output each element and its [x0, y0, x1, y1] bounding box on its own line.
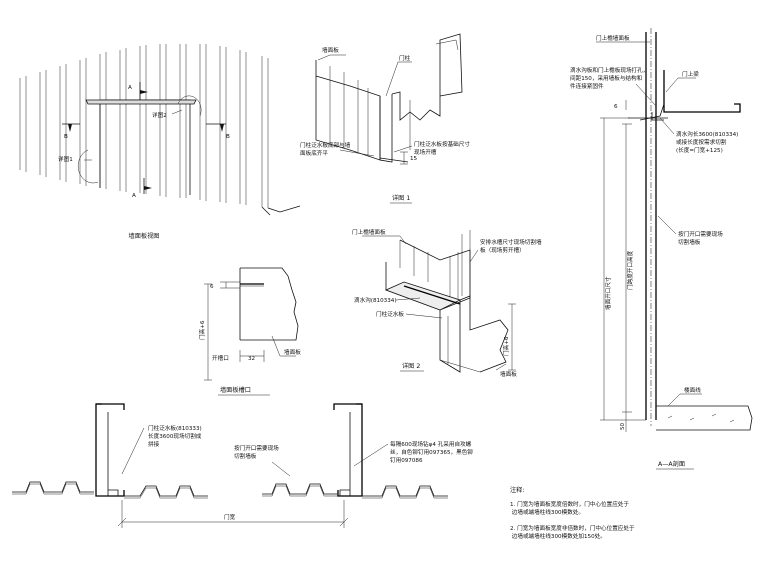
detail2-label-top-panel: 门上檐墙面板: [352, 228, 386, 236]
plan-label-cut: 按门开口需要现场切割墙板: [234, 444, 279, 460]
notch-view: 6 门高+6 开槽口 32 墙面板 墙面板槽口: [198, 267, 301, 396]
section-a-bottom-label: A: [132, 193, 136, 199]
section-label-drip-len: 滴水沟长3600(810334)或接长度按需求切割(长度=门宽+125): [676, 130, 738, 154]
detail2-title: 详图 2: [402, 362, 420, 370]
plan-view: 门宽 门柱泛水板(810333)长度3600现场切割成拼接 按门开口需要现场切割…: [12, 403, 473, 528]
notes: 注释: 1. 门宽为墙面板宽度倍数时，门中心位置应处于 边墙或端墙柱线300模数…: [510, 486, 635, 540]
section-aa: 墙面开口尺寸 门跨度开口高度 6 50 楼面线 门上檐墙面板 滴水沟板和门上檐板…: [570, 28, 753, 470]
section-dim-door: 门跨度开口高度: [626, 250, 634, 290]
detail1-label-panel: 墙面板: [322, 46, 339, 54]
notch-label-panel: 墙面板: [284, 348, 301, 356]
notch-label-slot: 开槽口: [212, 354, 229, 362]
section-aa-title: A—A剖面: [658, 460, 685, 468]
section-label-drip-note: 滴水沟板和门上檐板现场打孔，间距150，采用墙板与结构和件连接紧固件: [570, 66, 648, 90]
plan-label-bolt: 每隔600现场钻φ4 孔采用自攻螺丝，自色铆钉用097365，黑色铆钉用0970…: [390, 440, 473, 464]
detail1-label-cut: 门柱泛水板按基础尺寸现场开槽: [414, 140, 470, 156]
wall-ribs: [19, 44, 269, 208]
section-dim-50: 50: [620, 422, 626, 430]
wall-panel-view-title: 墙面板视图: [129, 232, 160, 240]
plan-label-width: 门宽: [224, 513, 236, 521]
detail2-label-flashing: 门柱泛水板: [376, 310, 404, 318]
wall-panel-view: A A B B 详图2 详图1 墙面板视图: [19, 44, 301, 240]
detail1-label-post: 门柱: [399, 54, 411, 62]
section-b-right-label: B: [226, 134, 230, 140]
section-label-lintel: 门上梁: [682, 70, 699, 78]
callout-detail1: 详图1: [58, 155, 73, 163]
section-label-top-panel: 门上檐墙面板: [596, 34, 630, 42]
detail1-title: 详图 1: [392, 194, 410, 202]
section-label-ground: 楼面线: [684, 386, 701, 394]
notch-dim-32: 32: [248, 356, 255, 362]
detail2-door-height: 门高+6: [502, 336, 510, 356]
notch-door-height: 门高+6: [198, 320, 206, 340]
notes-heading: 注释:: [510, 486, 524, 494]
notch-dim-6: 6: [210, 284, 214, 290]
notch-view-title: 墙面板槽口: [220, 386, 251, 394]
note-item-2: 2. 门宽为墙面板宽度非倍数时，门中心位置应处于 边墙或端墙柱线300模数处加1…: [510, 524, 635, 540]
note-item-1: 1. 门宽为墙面板宽度倍数时，门中心位置应处于 边墙或端墙柱线300模数处。: [510, 500, 629, 516]
detail-2: 门高+6 门上檐墙面板 安排水槽尺寸现场切割墙板（现场剪开槽） 滴水沟(8103…: [352, 228, 542, 378]
detail1-label-flashing: 门柱泛水板底部与墙面板底齐平: [300, 141, 351, 157]
section-b-left-label: B: [64, 134, 68, 140]
detail2-label-panel: 墙面板: [500, 370, 517, 378]
detail1-dim-15: 15: [410, 156, 418, 162]
section-a-top-label: A: [128, 85, 132, 91]
detail2-label-drip: 滴水沟(810334): [354, 296, 397, 304]
plan-label-flashing: 门柱泛水板(810333)长度3600现场切割成拼接: [148, 424, 202, 448]
callout-detail2: 详图2: [152, 111, 167, 119]
section-dim-6: 6: [614, 104, 618, 110]
section-label-cut: 按门开口需要现场切割墙板: [678, 230, 723, 246]
section-dim-opening: 墙面开口尺寸: [604, 276, 612, 310]
detail-1: 15 墙面板 门柱 门柱泛水板底部与墙面板底齐平 门柱泛水板按基础尺寸现场开槽 …: [300, 33, 470, 204]
detail2-label-notch: 安排水槽尺寸现场切割墙板（现场剪开槽）: [480, 238, 542, 254]
